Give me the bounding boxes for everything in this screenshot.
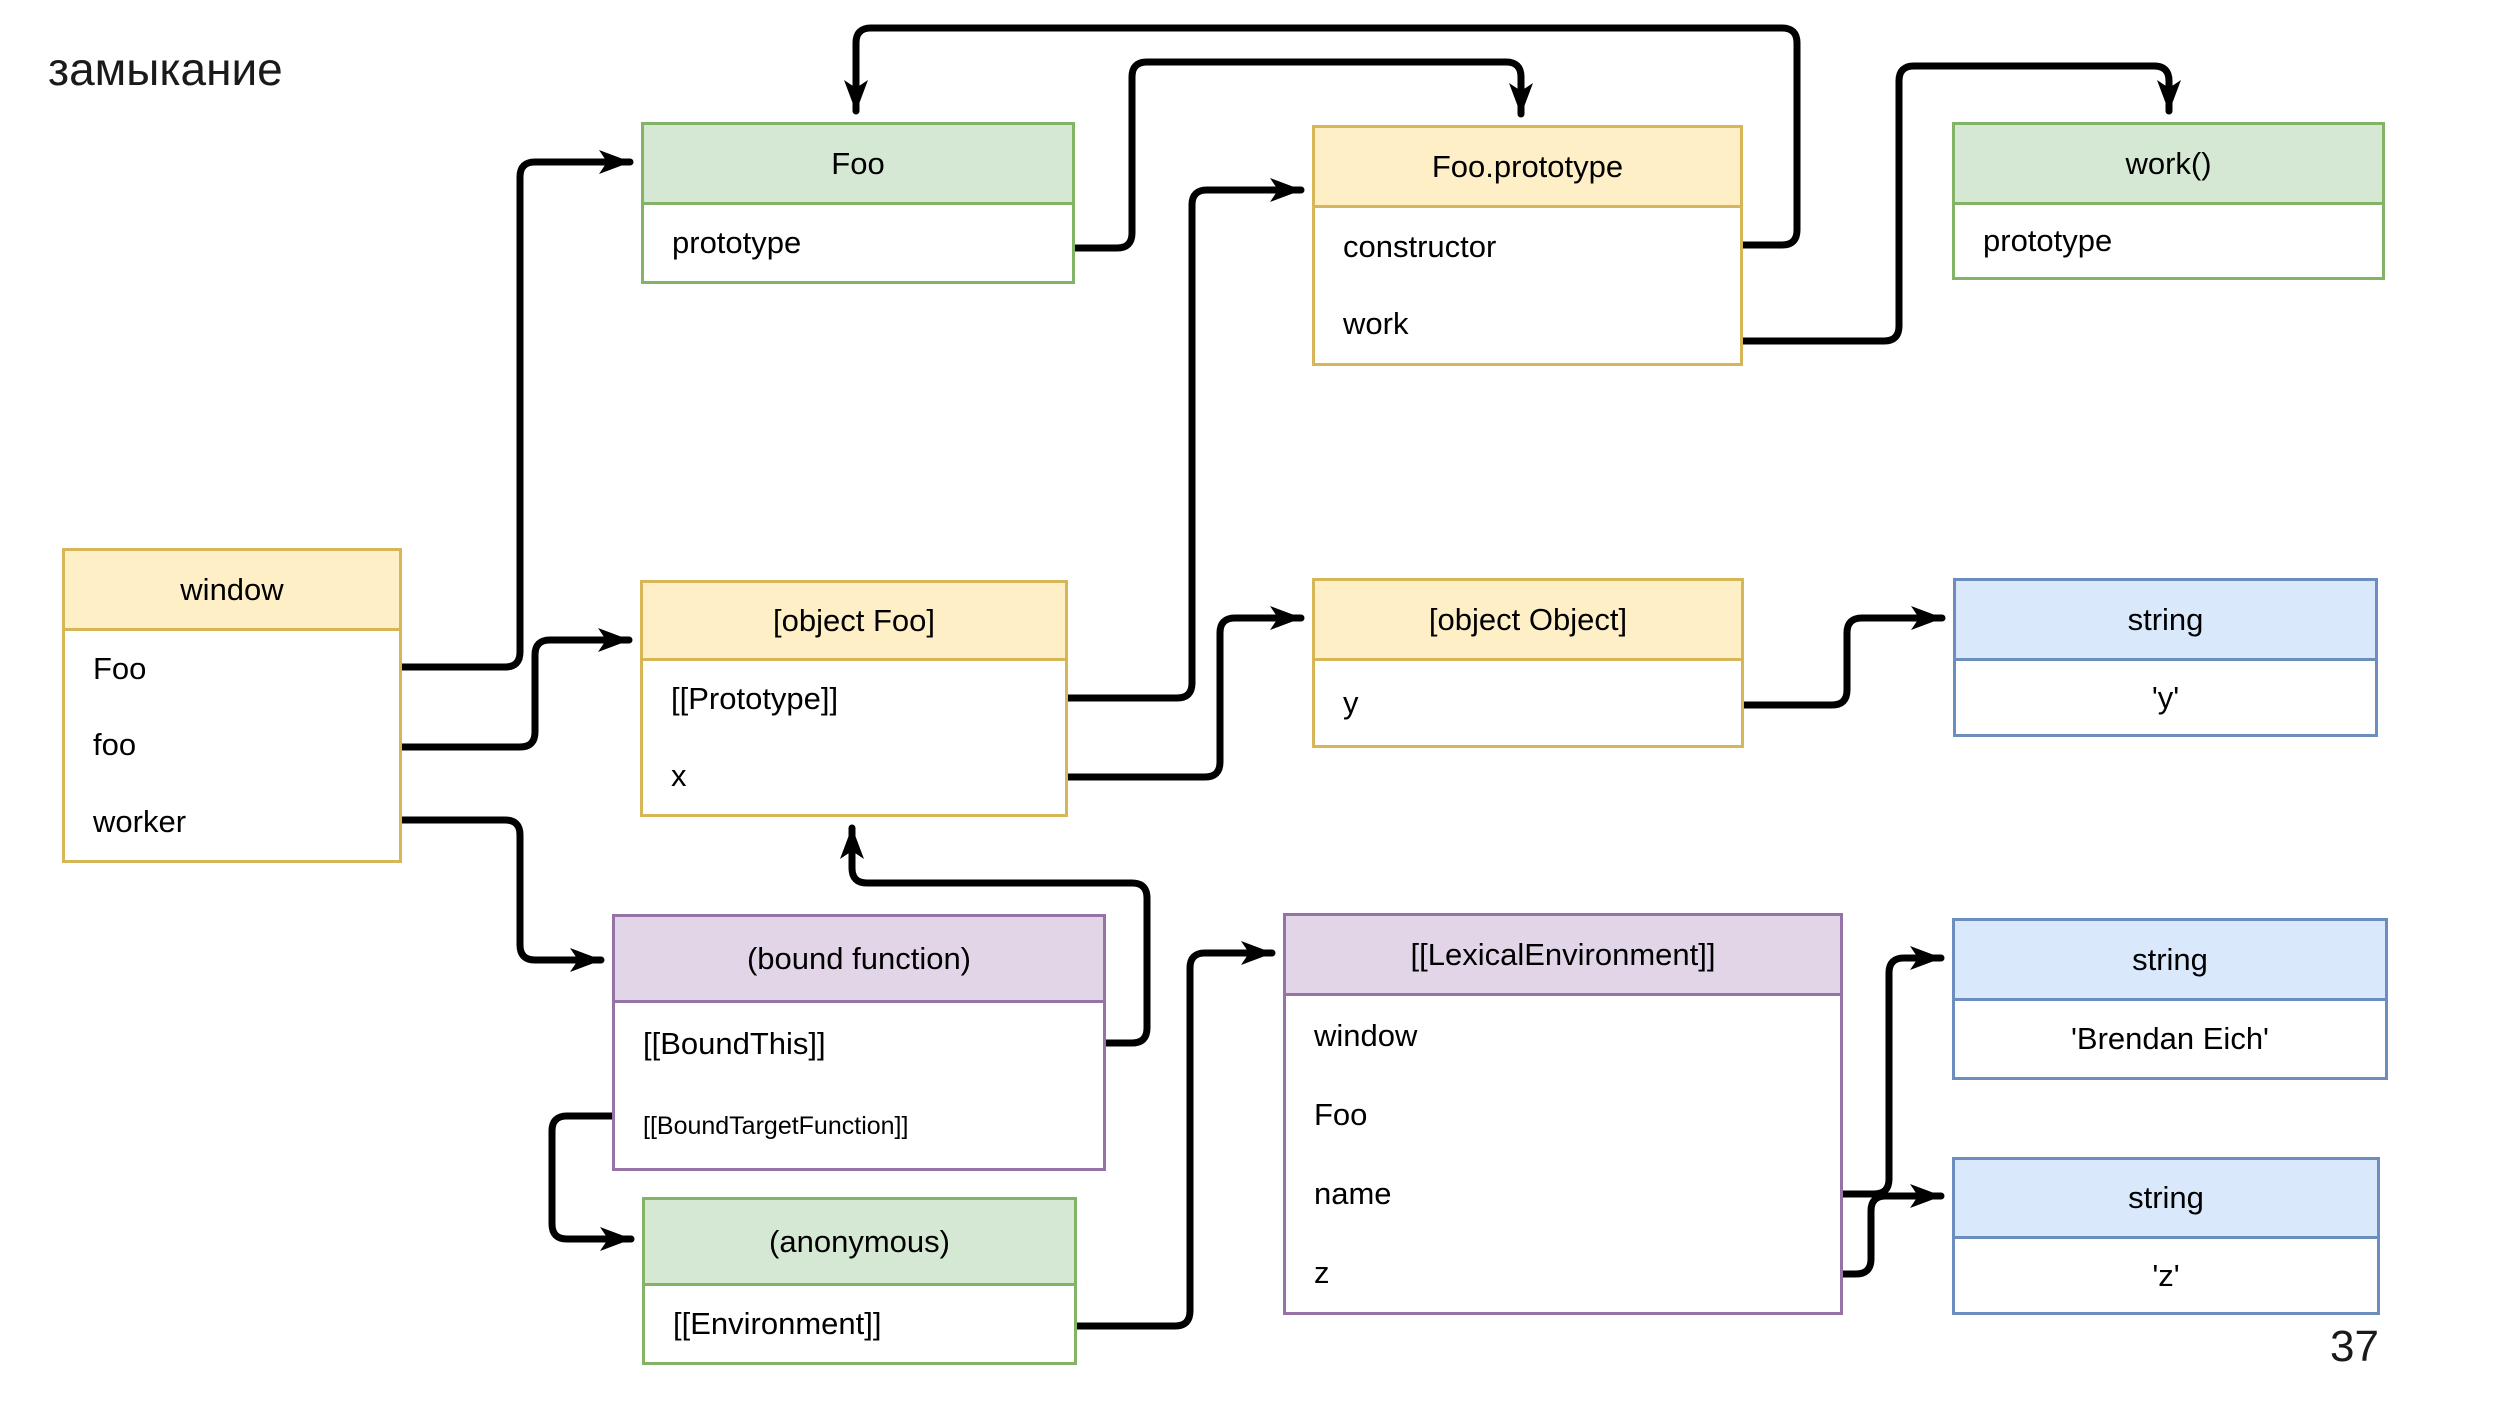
node-LexicalEnvironment-header: [[LexicalEnvironment]] bbox=[1286, 916, 1840, 996]
node-row: 'Brendan Eich' bbox=[1955, 1001, 2385, 1077]
node-LexicalEnvironment-rows: window Foo name z bbox=[1286, 996, 1840, 1312]
node-object-Foo-header: [object Foo] bbox=[643, 583, 1065, 661]
slide-title: замыкание bbox=[48, 43, 283, 95]
node-row: prototype bbox=[644, 205, 1072, 281]
node-row: work bbox=[1315, 286, 1740, 364]
row-label: name bbox=[1314, 1175, 1392, 1211]
arrow-Environment-to-LexicalEnvironment bbox=[1073, 941, 1276, 1330]
node-string-y-header: string bbox=[1956, 581, 2375, 661]
node-row: x bbox=[643, 738, 1065, 815]
row-label: 'z' bbox=[2152, 1257, 2180, 1293]
node-row: constructor bbox=[1315, 208, 1740, 286]
node-title: Foo bbox=[831, 145, 885, 181]
node-bound-function: (bound function) [[BoundThis]] [[BoundTa… bbox=[612, 914, 1106, 1171]
node-window: window Foo foo worker bbox=[62, 548, 402, 863]
node-object-Foo: [object Foo] [[Prototype]] x bbox=[640, 580, 1068, 817]
node-title: [object Object] bbox=[1428, 601, 1628, 637]
row-label: z bbox=[1314, 1254, 1330, 1290]
node-row: [[BoundTargetFunction]] bbox=[615, 1086, 1103, 1169]
node-string-brendan: string 'Brendan Eich' bbox=[1952, 918, 2388, 1080]
row-label: worker bbox=[93, 803, 187, 839]
node-window-rows: Foo foo worker bbox=[65, 631, 399, 860]
arrow-object-Foo-Prototype-to-Foo-prototype bbox=[1064, 178, 1305, 702]
node-bound-function-header: (bound function) bbox=[615, 917, 1103, 1003]
node-title: string bbox=[2132, 941, 2208, 977]
row-label: x bbox=[671, 757, 687, 793]
node-title: [[LexicalEnvironment]] bbox=[1410, 936, 1716, 972]
node-title: work() bbox=[2125, 145, 2212, 181]
node-Foo-prototype: Foo.prototype constructor work bbox=[1312, 125, 1743, 366]
row-label: work bbox=[1343, 306, 1409, 342]
node-string-brendan-header: string bbox=[1955, 921, 2385, 1001]
node-work-fn: work() prototype bbox=[1952, 122, 2385, 280]
arrow-window-worker-to-bound-function bbox=[398, 816, 605, 972]
node-work-fn-rows: prototype bbox=[1955, 205, 2382, 277]
node-row: z bbox=[1286, 1233, 1840, 1312]
node-row: foo bbox=[65, 707, 399, 783]
node-string-brendan-rows: 'Brendan Eich' bbox=[1955, 1001, 2385, 1077]
node-row: [[Environment]] bbox=[645, 1286, 1074, 1362]
node-row: y bbox=[1315, 661, 1741, 745]
row-label: foo bbox=[93, 727, 137, 763]
node-anonymous: (anonymous) [[Environment]] bbox=[642, 1197, 1077, 1365]
row-label: [[Prototype]] bbox=[671, 681, 839, 717]
page-number: 37 bbox=[2330, 1322, 2379, 1371]
node-row: [[BoundThis]] bbox=[615, 1003, 1103, 1086]
node-string-z-rows: 'z' bbox=[1955, 1239, 2377, 1312]
row-label: 'Brendan Eich' bbox=[2071, 1021, 2269, 1056]
node-row: prototype bbox=[1955, 205, 2382, 277]
node-row: worker bbox=[65, 784, 399, 860]
node-Foo-prototype-rows: constructor work bbox=[1315, 208, 1740, 363]
node-work-fn-header: work() bbox=[1955, 125, 2382, 205]
node-row: [[Prototype]] bbox=[643, 661, 1065, 738]
row-label: [[BoundThis]] bbox=[643, 1026, 826, 1062]
node-row: name bbox=[1286, 1154, 1840, 1233]
arrow-object-Object-y-to-string-y bbox=[1740, 606, 1946, 709]
node-anonymous-header: (anonymous) bbox=[645, 1200, 1074, 1286]
node-string-z-header: string bbox=[1955, 1160, 2377, 1239]
node-window-header: window bbox=[65, 551, 399, 631]
row-label: window bbox=[1314, 1017, 1418, 1053]
node-Foo-header: Foo bbox=[644, 125, 1072, 205]
node-title: Foo.prototype bbox=[1431, 148, 1624, 184]
node-title: string bbox=[2127, 601, 2204, 637]
node-row: 'z' bbox=[1955, 1239, 2377, 1312]
row-label: Foo bbox=[93, 651, 147, 687]
node-LexicalEnvironment: [[LexicalEnvironment]] window Foo name z bbox=[1283, 913, 1843, 1315]
node-object-Foo-rows: [[Prototype]] x bbox=[643, 661, 1065, 814]
node-Foo-prototype-header: Foo.prototype bbox=[1315, 128, 1740, 208]
row-label: [[BoundTargetFunction]] bbox=[643, 1112, 909, 1141]
node-anonymous-rows: [[Environment]] bbox=[645, 1286, 1074, 1362]
node-row: window bbox=[1286, 996, 1840, 1075]
node-object-Object-header: [object Object] bbox=[1315, 581, 1741, 661]
node-row: Foo bbox=[65, 631, 399, 707]
row-label: y bbox=[1343, 685, 1359, 720]
arrow-z-to-string-z bbox=[1839, 1184, 1945, 1278]
row-label: constructor bbox=[1343, 228, 1497, 264]
arrow-name-to-string-Brendan-Eich bbox=[1839, 946, 1945, 1198]
node-row: Foo bbox=[1286, 1075, 1840, 1154]
node-title: [object Foo] bbox=[773, 602, 935, 638]
node-Foo: Foo prototype bbox=[641, 122, 1075, 284]
node-bound-function-rows: [[BoundThis]] [[BoundTargetFunction]] bbox=[615, 1003, 1103, 1168]
node-string-y: string 'y' bbox=[1953, 578, 2378, 737]
node-string-y-rows: 'y' bbox=[1956, 661, 2375, 734]
row-label: [[Environment]] bbox=[673, 1306, 882, 1341]
arrow-window-foo-to-object-Foo bbox=[398, 628, 633, 751]
node-title: (anonymous) bbox=[769, 1223, 950, 1259]
node-string-z: string 'z' bbox=[1952, 1157, 2380, 1315]
node-title: string bbox=[2128, 1180, 2204, 1215]
row-label: prototype bbox=[1983, 223, 2113, 258]
arrow-window-Foo-to-Foo bbox=[398, 150, 634, 671]
node-object-Object: [object Object] y bbox=[1312, 578, 1744, 748]
node-object-Object-rows: y bbox=[1315, 661, 1741, 745]
node-row: 'y' bbox=[1956, 661, 2375, 734]
arrow-object-Foo-x-to-object-Object bbox=[1064, 606, 1305, 781]
node-title: window bbox=[180, 571, 284, 607]
row-label: prototype bbox=[672, 225, 802, 260]
node-title: (bound function) bbox=[746, 940, 972, 976]
node-Foo-rows: prototype bbox=[644, 205, 1072, 281]
row-label: Foo bbox=[1314, 1096, 1368, 1132]
row-label: 'y' bbox=[2151, 679, 2180, 715]
